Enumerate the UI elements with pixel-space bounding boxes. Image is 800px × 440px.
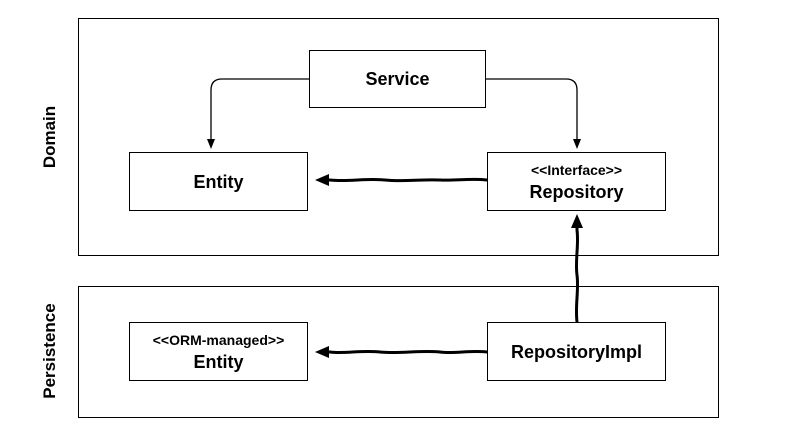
domain-entity-node-title: Entity [193, 171, 244, 192]
orm-entity-node-stereotype: <<ORM-managed>> [152, 331, 285, 348]
domain-entity-node: Entity [129, 152, 308, 211]
repository-node-title: Repository [529, 181, 624, 202]
edge-repository-to-entity [315, 174, 489, 186]
edge-service-to-entity [207, 78, 309, 149]
repositoryimpl-node-title: RepositoryImpl [510, 341, 643, 362]
orm-entity-node: <<ORM-managed>> Entity [129, 322, 308, 381]
orm-entity-node-title: Entity [193, 351, 244, 372]
repositoryimpl-node: RepositoryImpl [487, 322, 666, 381]
edge-service-to-repository [486, 78, 581, 149]
edge-repositoryimpl-to-orm-entity [315, 346, 489, 358]
service-node: Service [309, 50, 486, 108]
service-node-title: Service [365, 69, 430, 89]
repository-node-stereotype: <<Interface>> [530, 161, 623, 178]
repository-node: <<Interface>> Repository [487, 152, 666, 211]
edge-repositoryimpl-to-repository [571, 214, 583, 324]
